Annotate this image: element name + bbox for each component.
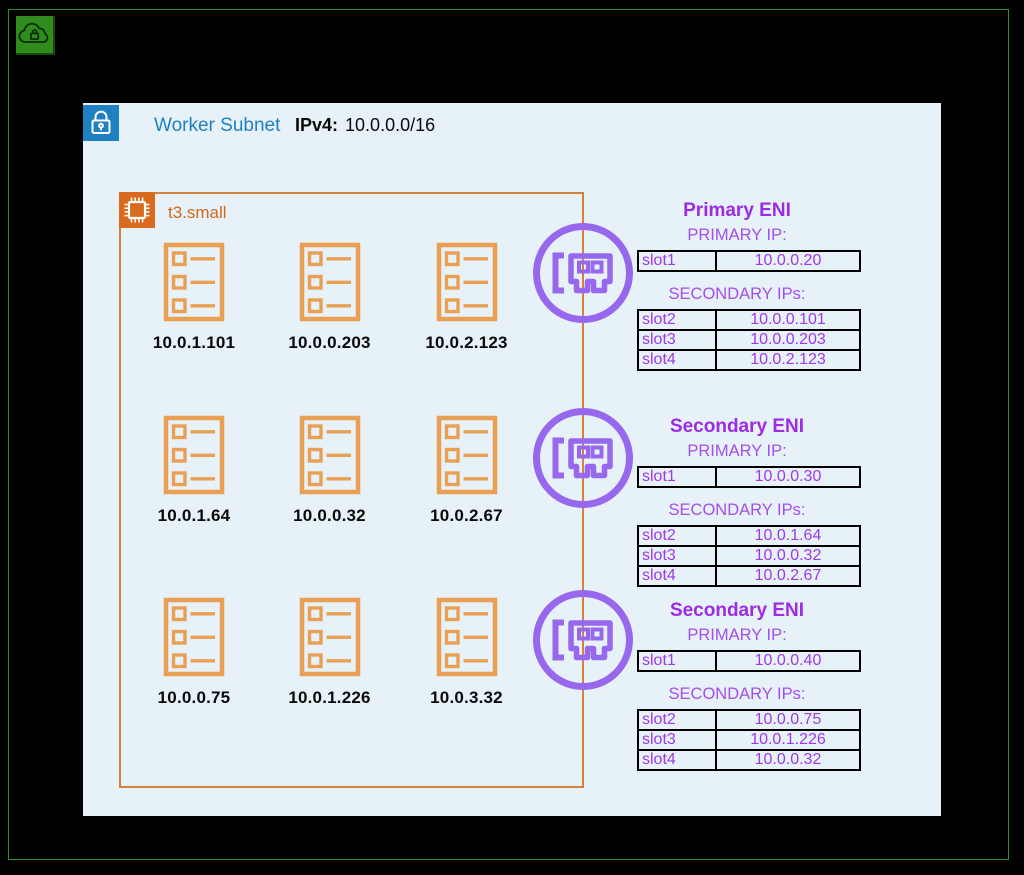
network-interface-icon	[533, 223, 633, 323]
eni-primary-heading: PRIMARY IP:	[687, 626, 787, 644]
pod-ip-label: 10.0.0.32	[293, 506, 366, 525]
pod-ip-label: 10.0.2.123	[425, 333, 508, 352]
eni-title: Secondary ENI	[669, 416, 805, 437]
ipv4-label: IPv4:	[295, 115, 339, 135]
pod-list-icon	[163, 597, 225, 677]
slot-cell: slot4	[637, 749, 717, 771]
pod: 10.0.2.67	[398, 415, 535, 597]
network-interface-icon	[533, 590, 633, 690]
pod-list-icon	[299, 415, 360, 495]
eni-title: Primary ENI	[683, 200, 791, 221]
ip-cell: 10.0.0.101	[715, 309, 861, 331]
cloud-lock-icon	[18, 22, 49, 43]
slot-cell: slot1	[637, 650, 717, 672]
slot-cell: slot2	[637, 525, 717, 547]
ipv4-value: 10.0.0.0/16	[345, 115, 436, 135]
pod: 10.0.0.75	[127, 597, 261, 727]
slot-cell: slot3	[637, 729, 717, 751]
subnet-cidr: IPv4: 10.0.0.0/16	[295, 115, 435, 136]
ip-cell: 10.0.2.123	[715, 349, 861, 371]
ip-cell: 10.0.1.226	[715, 729, 861, 751]
pod: 10.0.1.226	[261, 597, 398, 727]
instance-box: t3.small 10.0.1.101 10.0.0.203	[119, 192, 584, 788]
outer-frame	[8, 9, 1009, 860]
pod-grid: 10.0.1.101 10.0.0.203 10.0.2.123	[127, 242, 535, 727]
pod: 10.0.2.123	[398, 242, 535, 415]
vpc-badge	[16, 16, 55, 55]
slot-cell: slot3	[637, 329, 717, 351]
ip-cell: 10.0.0.32	[715, 749, 861, 771]
pod-list-icon	[299, 242, 360, 322]
lock-icon	[91, 110, 111, 134]
ip-cell: 10.0.0.40	[715, 650, 861, 672]
pod-list-icon	[163, 415, 225, 495]
eni-secondary-heading: SECONDARY IPs:	[668, 285, 806, 303]
pod-list-icon	[436, 415, 497, 495]
pod: 10.0.0.32	[261, 415, 398, 597]
slot-cell: slot4	[637, 565, 717, 587]
pod-ip-label: 10.0.2.67	[430, 506, 503, 525]
eni-primary-heading: PRIMARY IP:	[687, 442, 787, 460]
instance-type-label: t3.small	[168, 203, 227, 222]
ip-cell: 10.0.0.32	[715, 545, 861, 567]
slot-cell: slot2	[637, 709, 717, 731]
eni-primary-heading: PRIMARY IP:	[687, 226, 787, 244]
pod-ip-label: 10.0.0.203	[288, 333, 371, 352]
pod-list-icon	[163, 242, 225, 322]
pod-list-icon	[436, 597, 497, 677]
pod: 10.0.1.64	[127, 415, 261, 597]
pod-ip-label: 10.0.1.64	[157, 506, 231, 525]
pod: 10.0.3.32	[398, 597, 535, 727]
eni-title: Secondary ENI	[669, 600, 805, 621]
pod-list-icon	[299, 597, 360, 677]
cpu-chip-icon	[124, 197, 150, 223]
slot-cell: slot1	[637, 466, 717, 488]
network-interface-icon	[533, 408, 633, 508]
slot-cell: slot2	[637, 309, 717, 331]
eni-secondary-heading: SECONDARY IPs:	[668, 685, 806, 703]
pod: 10.0.1.101	[127, 242, 261, 415]
pod-ip-label: 10.0.3.32	[430, 688, 503, 707]
slot-cell: slot3	[637, 545, 717, 567]
ip-cell: 10.0.2.67	[715, 565, 861, 587]
ip-cell: 10.0.1.64	[715, 525, 861, 547]
pod-ip-label: 10.0.1.226	[288, 688, 371, 707]
ip-cell: 10.0.0.203	[715, 329, 861, 351]
worker-subnet-panel: Worker Subnet IPv4: 10.0.0.0/16 t3.small	[83, 103, 941, 816]
subnet-icon-box	[83, 105, 119, 141]
instance-icon-box	[119, 192, 155, 228]
ip-cell: 10.0.0.20	[715, 250, 861, 272]
pod-ip-label: 10.0.0.75	[157, 688, 231, 707]
subnet-title: Worker Subnet	[154, 115, 281, 136]
eni-secondary-heading: SECONDARY IPs:	[668, 501, 806, 519]
slot-cell: slot4	[637, 349, 717, 371]
pod-ip-label: 10.0.1.101	[152, 333, 236, 352]
slot-cell: slot1	[637, 250, 717, 272]
pod: 10.0.0.203	[261, 242, 398, 415]
ip-cell: 10.0.0.30	[715, 466, 861, 488]
ip-cell: 10.0.0.75	[715, 709, 861, 731]
pod-list-icon	[436, 242, 497, 322]
